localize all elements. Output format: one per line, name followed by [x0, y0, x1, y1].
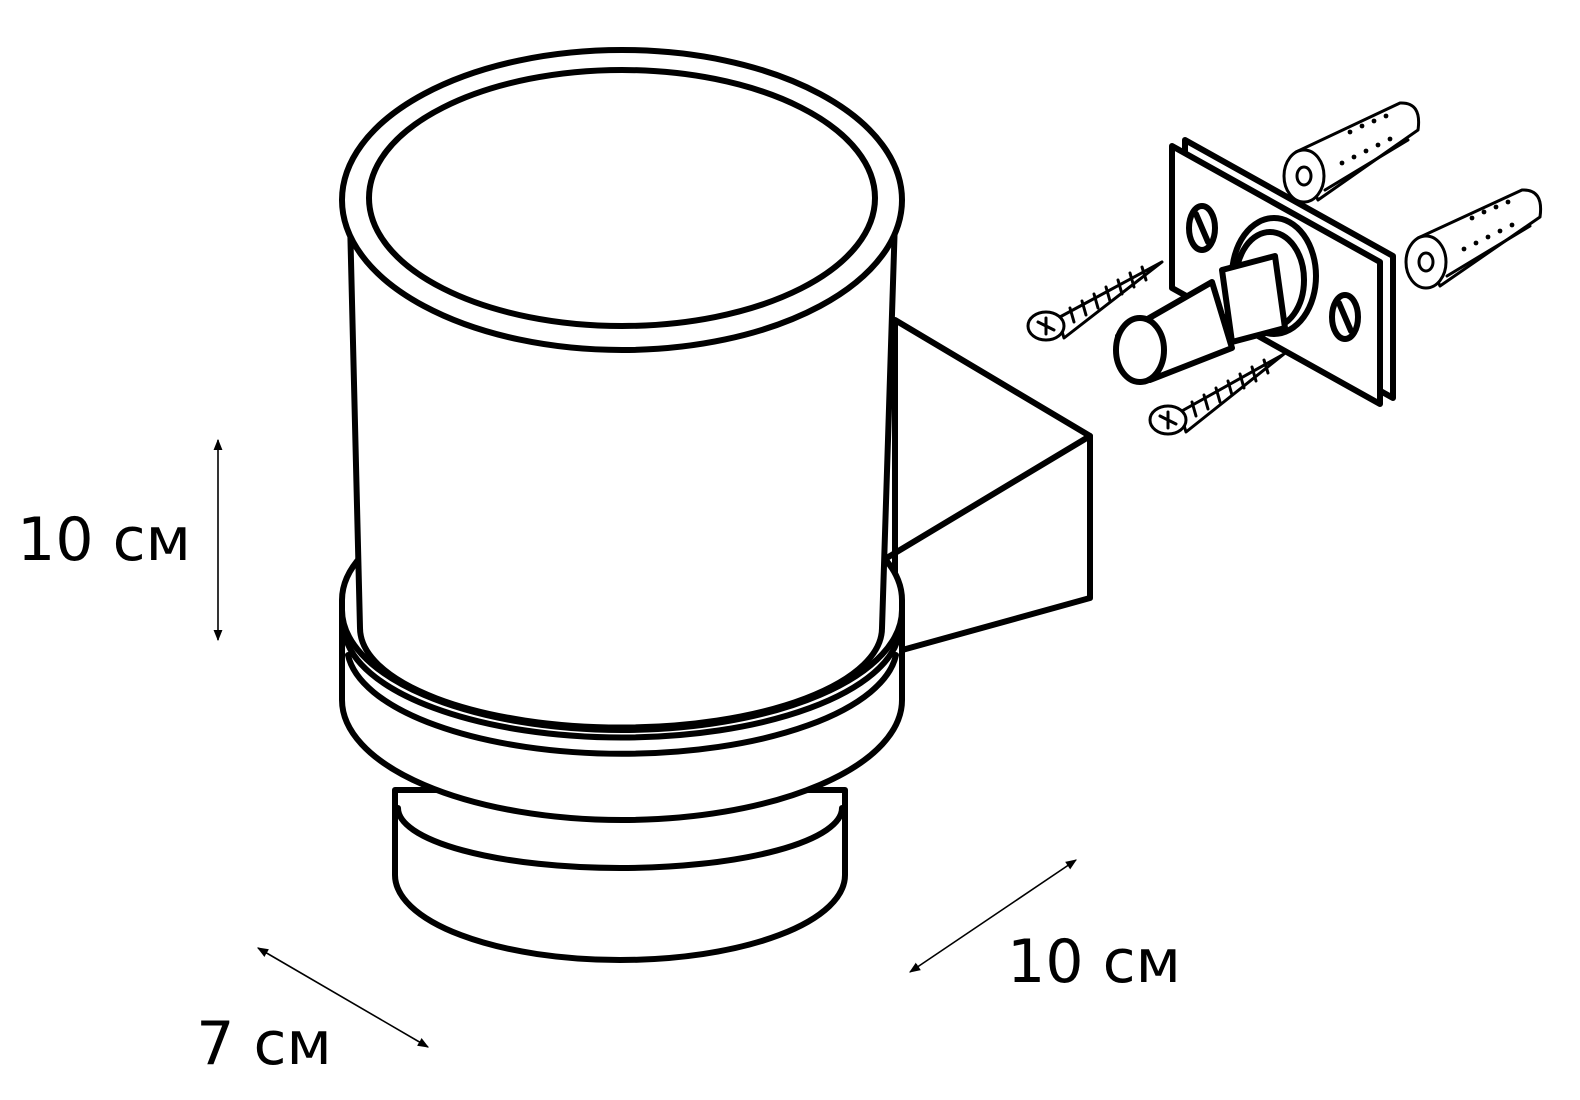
depth-dimension-label: 10 см — [1007, 927, 1181, 997]
wall-anchor-upper — [1282, 101, 1421, 204]
depth-dimension-line — [909, 859, 1077, 973]
plate-mount-hole-right — [1329, 292, 1361, 342]
wall-anchor-lower — [1404, 188, 1543, 290]
height-dimension-label: 10 см — [17, 505, 191, 575]
screw-upper — [1026, 260, 1164, 342]
wall-mounting-plate — [1113, 137, 1396, 407]
wall-bracket-arm — [877, 317, 1093, 655]
wall-anchors — [1282, 101, 1543, 290]
width-dimension-line — [257, 947, 429, 1048]
width-dimension-label: 7 см — [196, 1009, 332, 1079]
screw-lower — [1148, 352, 1286, 436]
glass-cup — [339, 47, 905, 731]
screws — [1026, 260, 1286, 436]
plate-mount-hole-left — [1186, 203, 1218, 253]
